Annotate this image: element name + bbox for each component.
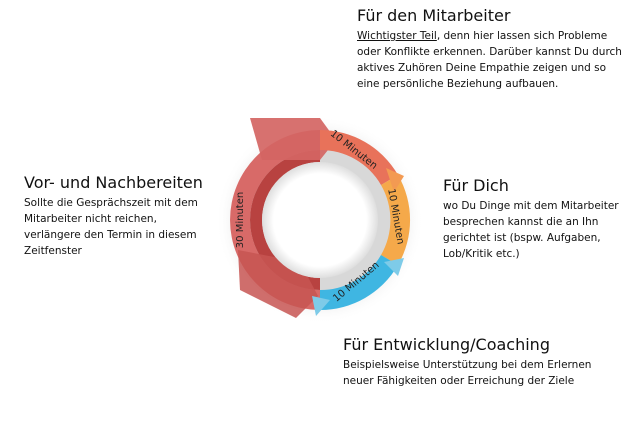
block-dich: Für Dich wo Du Dinge mit dem Mitarbeiter… [443,176,633,262]
vorbereiten-title: Vor- und Nachbereiten [24,173,203,192]
block-vorbereiten: Vor- und Nachbereiten Sollte die Gespräc… [24,173,214,259]
mitarbeiter-rest: , denn hier lassen sich Probleme oder Ko… [357,30,622,90]
segment-arrow-2 [384,258,404,276]
coaching-text: Beispielsweise Unterstützung bei dem Erl… [343,359,592,387]
block-coaching: Für Entwicklung/Coaching Beispielsweise … [343,335,593,389]
coaching-title: Für Entwicklung/Coaching [343,335,550,354]
dich-text: wo Du Dinge mit dem Mitarbeiter besprech… [443,200,619,260]
segment-10-first [320,129,398,185]
ring-center [262,162,378,278]
mitarbeiter-lead: Wichtigster Teil [357,30,437,42]
mitarbeiter-title: Für den Mitarbeiter [357,6,511,25]
block-mitarbeiter: Für den Mitarbeiter Wichtigster Teil, de… [357,6,627,92]
segment-10-second [381,175,411,265]
segment-label-4: 30 Minuten [235,192,246,248]
dich-title: Für Dich [443,176,509,195]
segment-arrow-1 [386,168,404,192]
segment-arrow-3 [312,296,330,316]
segment-30-inner [250,150,320,290]
vorbereiten-text: Sollte die Gesprächszeit mit dem Mitarbe… [24,197,198,257]
segment-30-arrow-top [250,118,336,160]
segment-10-third [320,255,398,310]
mitarbeiter-text: Wichtigster Teil, denn hier lassen sich … [357,28,627,92]
